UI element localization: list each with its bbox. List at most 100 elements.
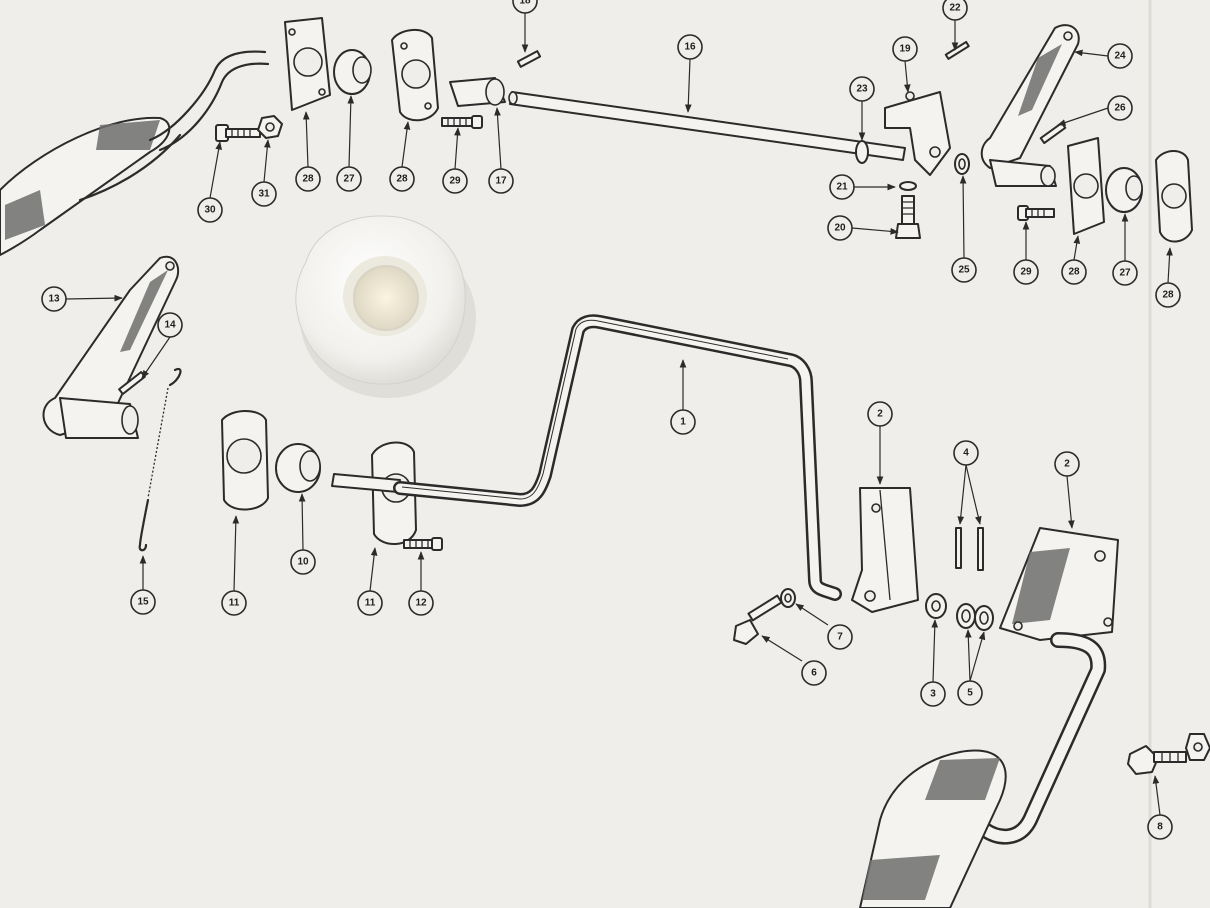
svg-text:27: 27 — [1119, 268, 1131, 279]
svg-text:30: 30 — [204, 205, 216, 216]
collar-23 — [855, 140, 869, 164]
callout-5: 5 — [957, 680, 983, 706]
callout-6: 6 — [801, 660, 827, 686]
svg-text:17: 17 — [495, 176, 507, 187]
svg-text:11: 11 — [229, 598, 240, 609]
callout-20: 20 — [827, 215, 853, 241]
callout-29a: 29 — [442, 168, 468, 194]
screw-29-upper-left — [441, 115, 483, 129]
callout-27b: 27 — [1112, 260, 1138, 286]
callout-8: 8 — [1147, 814, 1173, 840]
callout-3: 3 — [920, 681, 946, 707]
svg-text:4: 4 — [963, 448, 969, 459]
bush-10 — [275, 443, 321, 493]
callout-21: 21 — [829, 174, 855, 200]
cross-shaft-16 — [508, 91, 906, 161]
svg-text:29: 29 — [1020, 267, 1032, 278]
svg-text:26: 26 — [1114, 103, 1126, 114]
callout-29b: 29 — [1013, 259, 1039, 285]
callout-31: 31 — [251, 181, 277, 207]
flange-plate-28-upper-1 — [284, 17, 331, 111]
svg-text:31: 31 — [258, 189, 270, 200]
callout-26: 26 — [1107, 95, 1133, 121]
callout-24: 24 — [1107, 43, 1133, 69]
callout-27a: 27 — [336, 166, 362, 192]
svg-text:12: 12 — [415, 598, 427, 609]
callout-15: 15 — [130, 589, 156, 615]
svg-text:24: 24 — [1114, 51, 1126, 62]
svg-text:22: 22 — [949, 3, 961, 14]
callout-7: 7 — [827, 624, 853, 650]
spring-washer-25 — [954, 153, 970, 175]
callout-11b: 11 — [357, 590, 383, 616]
leader-lines — [65, 13, 1173, 816]
bracket-2-right — [999, 527, 1119, 641]
return-spring-15 — [138, 367, 182, 552]
callout-17: 17 — [488, 168, 514, 194]
washer-21 — [899, 181, 917, 191]
bush-17 — [449, 77, 506, 107]
flange-plate-11-left — [221, 410, 269, 511]
svg-text:1: 1 — [680, 417, 686, 428]
flange-plate-28-right-2 — [1155, 150, 1193, 243]
flange-plate-28-upper-2 — [391, 29, 439, 122]
svg-text:21: 21 — [836, 182, 848, 193]
svg-text:11: 11 — [365, 598, 376, 609]
callout-28a: 28 — [295, 166, 321, 192]
callout-18: 18 — [512, 0, 538, 14]
callout-11a: 11 — [221, 590, 247, 616]
screw-29-upper-right — [1017, 205, 1055, 221]
pedal-lower-right — [859, 632, 1107, 908]
nylon-bush-photo — [295, 215, 476, 398]
bracket-19 — [884, 91, 951, 176]
callout-23: 23 — [849, 76, 875, 102]
lever-13 — [42, 255, 180, 439]
spring-washer-3 — [925, 593, 947, 619]
nut-9 — [1185, 733, 1210, 761]
callout-22: 22 — [942, 0, 968, 21]
callout-10: 10 — [290, 549, 316, 575]
callout-28b: 28 — [389, 166, 415, 192]
callout-16: 16 — [677, 34, 703, 60]
svg-text:19: 19 — [899, 44, 911, 55]
svg-text:6: 6 — [811, 668, 817, 679]
bolt-6 — [733, 594, 783, 645]
screw-12 — [403, 537, 443, 551]
callout-28c: 28 — [1061, 259, 1087, 285]
svg-text:3: 3 — [930, 689, 936, 700]
svg-text:8: 8 — [1157, 822, 1163, 833]
bolt-8 — [1127, 745, 1187, 775]
svg-text:29: 29 — [449, 176, 461, 187]
svg-text:13: 13 — [48, 294, 60, 305]
bracket-2-left — [851, 487, 919, 613]
spring-washer-7 — [780, 588, 796, 608]
flange-plate-11-right — [331, 441, 417, 545]
callout-28d: 28 — [1155, 282, 1181, 308]
svg-text:28: 28 — [1162, 290, 1174, 301]
pedal-upper-left — [0, 50, 270, 256]
svg-text:28: 28 — [396, 174, 408, 185]
nut-31 — [257, 115, 283, 139]
bush-27-upper — [333, 49, 372, 95]
callout-30: 30 — [197, 197, 223, 223]
cross-shaft-1 — [393, 314, 842, 601]
lever-24 — [980, 24, 1080, 187]
svg-text:2: 2 — [1064, 459, 1070, 470]
flange-plate-28-right-1 — [1067, 137, 1105, 235]
callout-2b: 2 — [1054, 451, 1080, 477]
svg-text:16: 16 — [684, 42, 696, 53]
callout-1: 1 — [670, 409, 696, 435]
svg-text:28: 28 — [302, 174, 314, 185]
svg-text:23: 23 — [856, 84, 868, 95]
callout-14: 14 — [157, 312, 183, 338]
svg-text:15: 15 — [137, 597, 149, 608]
callout-12: 12 — [408, 590, 434, 616]
bolt-30 — [215, 124, 261, 142]
bush-27-right — [1105, 167, 1143, 213]
callout-25: 25 — [951, 257, 977, 283]
svg-text:20: 20 — [834, 223, 846, 234]
callout-19: 19 — [892, 36, 918, 62]
svg-text:7: 7 — [837, 632, 843, 643]
